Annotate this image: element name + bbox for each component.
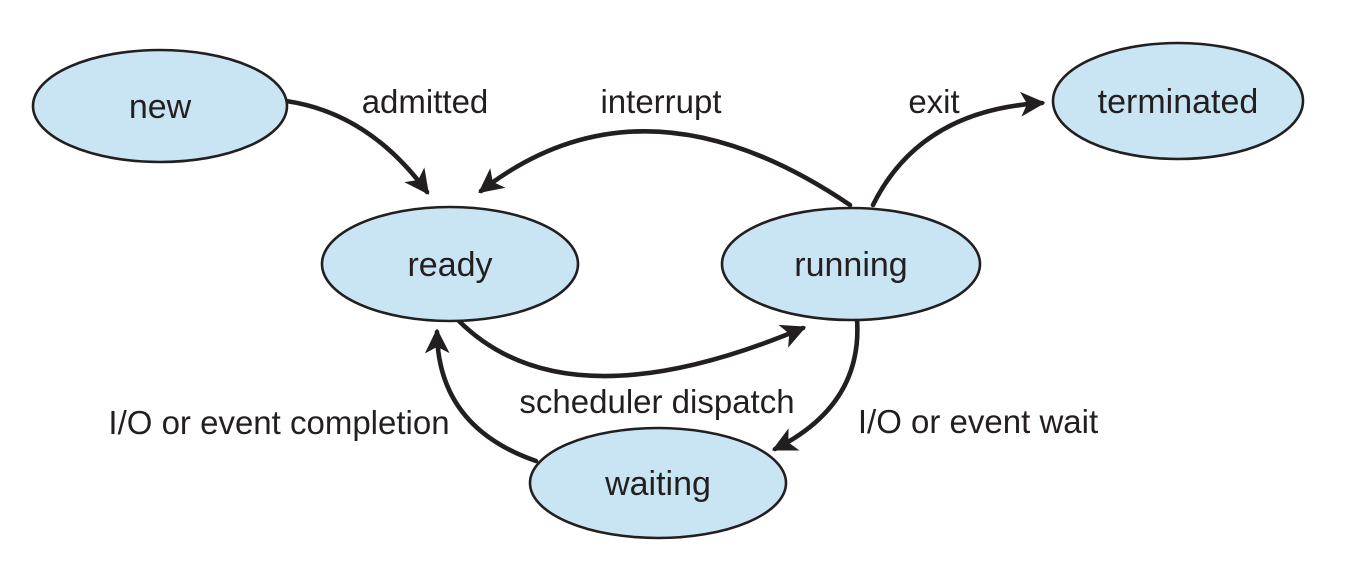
transition-admitted-label: admitted bbox=[362, 83, 489, 120]
state-running-label: running bbox=[794, 246, 907, 284]
state-ready-ellipse bbox=[320, 205, 580, 323]
transition-interrupt-label: interrupt bbox=[600, 83, 721, 120]
transition-io-wait-arrow bbox=[771, 316, 860, 452]
transition-io-completion-arrow bbox=[424, 328, 539, 464]
state-terminated: terminated bbox=[1051, 41, 1305, 161]
state-terminated-label: terminated bbox=[1098, 83, 1259, 121]
transition-scheduler-dispatch-label: scheduler dispatch bbox=[519, 383, 794, 420]
transition-io-wait-label: I/O or event wait bbox=[858, 403, 1098, 440]
transition-admitted-arrow bbox=[283, 98, 430, 195]
state-ready-label: ready bbox=[407, 246, 492, 284]
state-terminated-ellipse bbox=[1051, 41, 1305, 161]
state-ready: ready bbox=[320, 205, 580, 323]
transition-exit-label: exit bbox=[908, 83, 959, 120]
state-new: new bbox=[31, 48, 289, 164]
transition-scheduler-dispatch-arrow bbox=[455, 317, 807, 379]
state-new-label: new bbox=[129, 88, 192, 126]
state-new-ellipse bbox=[31, 48, 289, 164]
transition-exit-arrow bbox=[870, 91, 1046, 208]
state-running: running bbox=[720, 206, 982, 322]
state-waiting: waiting bbox=[528, 426, 788, 540]
transition-interrupt-arrow bbox=[478, 129, 853, 208]
transition-io-completion-label: I/O or event completion bbox=[108, 404, 449, 441]
state-waiting-ellipse bbox=[528, 426, 788, 540]
state-running-ellipse bbox=[720, 206, 982, 322]
state-waiting-label: waiting bbox=[604, 465, 711, 503]
